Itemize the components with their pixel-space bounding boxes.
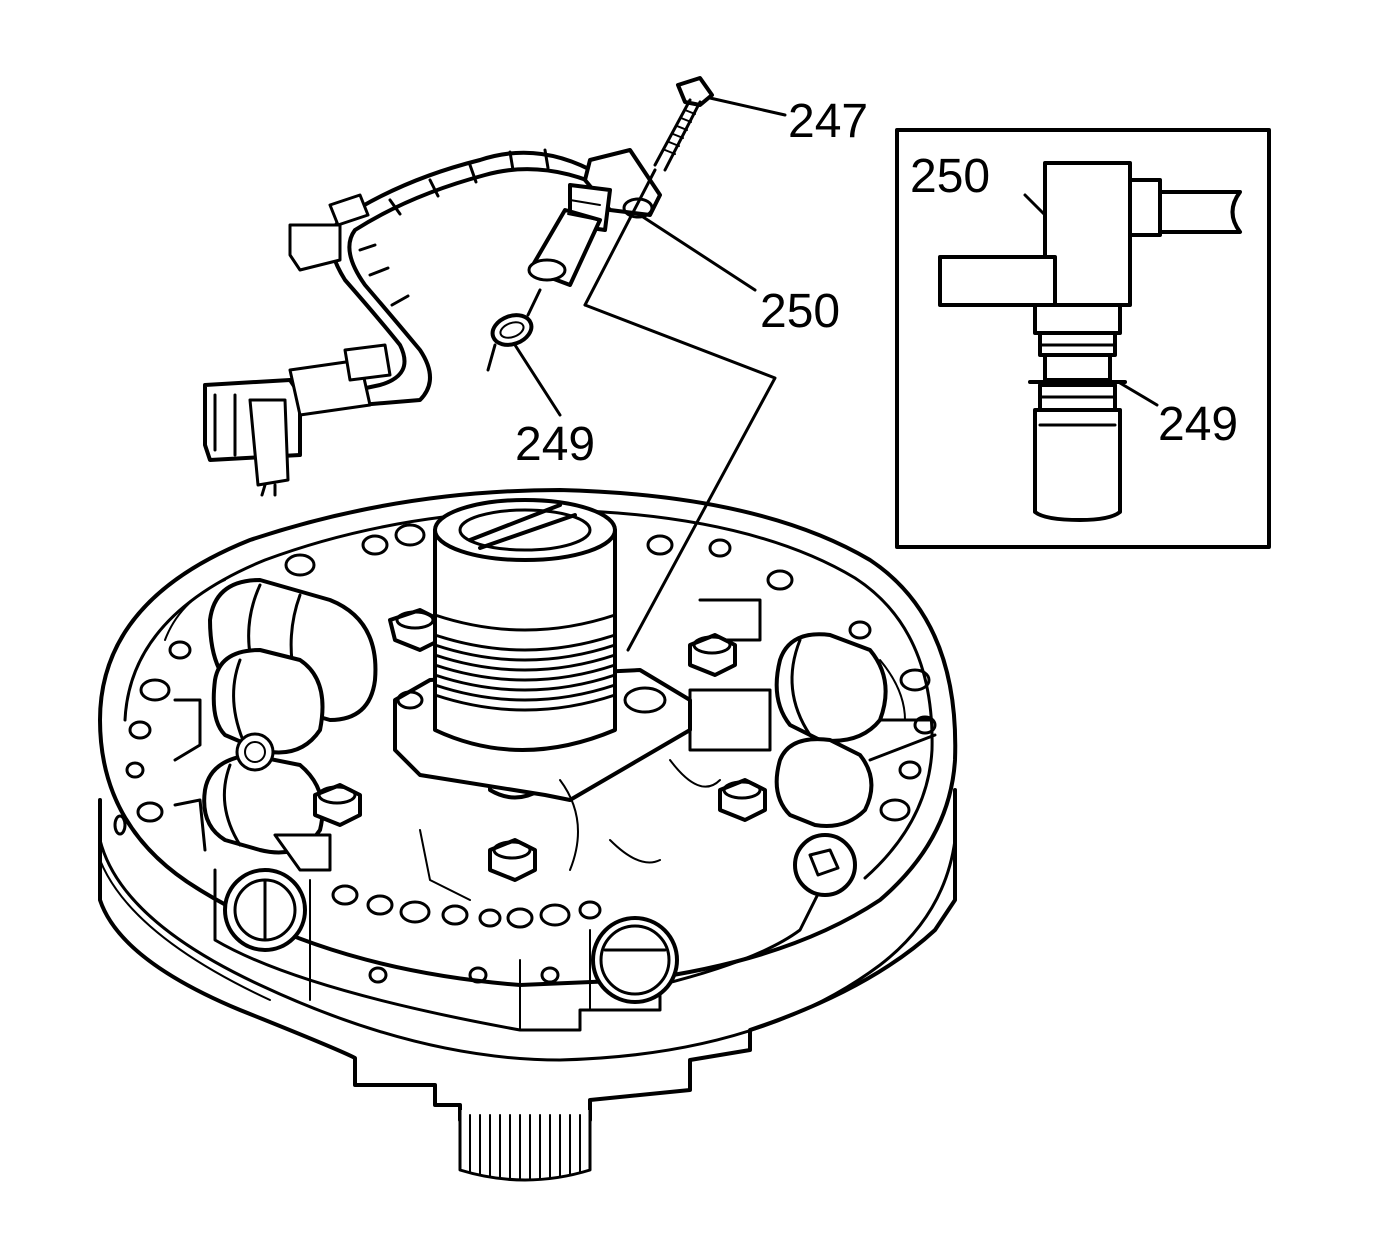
right-solenoids bbox=[688, 598, 937, 828]
bolt bbox=[583, 76, 714, 307]
o-ring bbox=[486, 288, 542, 372]
callout-249: 249 bbox=[515, 418, 595, 471]
wiring-harness bbox=[203, 148, 612, 497]
rim-bolt-holes bbox=[125, 523, 937, 823]
install-guide-line bbox=[583, 303, 777, 652]
harness-connector bbox=[203, 343, 392, 497]
leader-249 bbox=[513, 343, 562, 417]
callout-247: 247 bbox=[788, 95, 868, 148]
plug-right bbox=[793, 833, 857, 897]
plug-left bbox=[223, 868, 307, 952]
plug-front bbox=[591, 916, 679, 1004]
inset-callout-250: 250 bbox=[910, 150, 990, 203]
shaft-splines bbox=[469, 1114, 581, 1181]
body-bolts bbox=[313, 608, 767, 882]
callout-250: 250 bbox=[760, 285, 840, 338]
pump-assembly bbox=[98, 488, 958, 1182]
left-solenoids bbox=[173, 578, 378, 872]
stator-shaft bbox=[433, 498, 617, 752]
leader-250 bbox=[638, 213, 757, 292]
inset-callout-249: 249 bbox=[1158, 398, 1238, 451]
front-face-holes bbox=[113, 814, 602, 984]
leader-247 bbox=[708, 96, 787, 117]
inset-detail: 250 249 bbox=[895, 128, 1271, 549]
